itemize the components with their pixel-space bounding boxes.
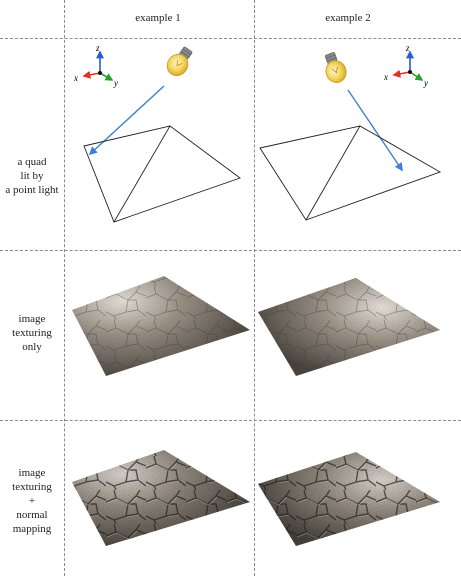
- row-label-3: image texturing + normal mapping: [0, 466, 64, 536]
- axis-label-z: z: [95, 43, 100, 53]
- axis-label-x: x: [383, 72, 388, 82]
- column-header-1: example 1: [135, 12, 181, 24]
- row-label-line: image: [18, 313, 46, 325]
- render-normal-mapping-example-2: [258, 452, 440, 546]
- coordinate-axes-icon: z x y: [383, 43, 428, 88]
- divider-left: [64, 0, 65, 576]
- render-texture-only-example-2: [258, 278, 440, 376]
- axis-label-x: x: [73, 73, 78, 83]
- stone-cracks-normal-texture: [258, 452, 440, 546]
- row-label-1: a quad lit by a point light: [0, 155, 64, 197]
- row-label-2: image texturing only: [0, 312, 64, 354]
- row-label-line: mapping: [12, 523, 52, 535]
- quad-wireframe: [259, 125, 442, 221]
- light-ray-arrow: [347, 89, 403, 172]
- light-ray-arrow: [88, 85, 165, 156]
- column-header-2: example 2: [325, 12, 371, 24]
- panel-quad-light-example-1: z x y: [73, 43, 241, 223]
- row-label-line: normal: [16, 509, 48, 521]
- row-label-line: a quad: [17, 156, 47, 168]
- coordinate-axes-icon: z x y: [73, 43, 118, 88]
- light-bulb-icon: [324, 52, 347, 83]
- divider-middle: [254, 0, 255, 576]
- divider-row2: [0, 420, 461, 421]
- row-label-line: only: [22, 341, 42, 353]
- row-label-line: texturing: [12, 481, 52, 493]
- render-texture-only-example-1: [72, 276, 250, 376]
- light-bulb-icon: [166, 46, 193, 76]
- stone-cracks-normal-texture: [72, 450, 250, 546]
- divider-header: [0, 38, 461, 39]
- panel-quad-light-example-2: z x y: [259, 43, 442, 221]
- row-label-line: image: [18, 467, 46, 479]
- stone-cracks-texture: [258, 278, 440, 376]
- render-normal-mapping-example-1: [72, 450, 250, 546]
- row-label-line: texturing: [12, 327, 52, 339]
- row-label-line: a point light: [5, 184, 59, 196]
- row-label-line: lit by: [20, 170, 44, 182]
- axis-label-z: z: [405, 43, 410, 53]
- quad-wireframe: [83, 125, 241, 223]
- axis-label-y: y: [423, 78, 428, 88]
- row-label-line: +: [28, 495, 36, 507]
- axis-label-y: y: [113, 78, 118, 88]
- divider-row1: [0, 250, 461, 251]
- stone-cracks-texture: [72, 276, 250, 376]
